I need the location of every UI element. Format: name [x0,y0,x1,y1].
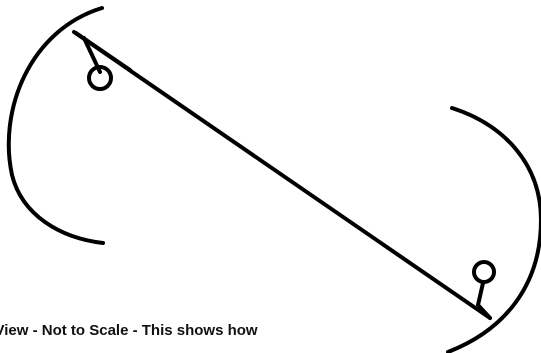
right-arc [446,106,541,353]
rod-line [72,30,492,320]
diagram-caption: e View - Not to Scale - This shows how [0,322,258,339]
lower-ring-circle [472,260,496,284]
left-arc [6,6,105,245]
upper-ring-circle [87,65,113,91]
lower-hook [476,281,492,320]
